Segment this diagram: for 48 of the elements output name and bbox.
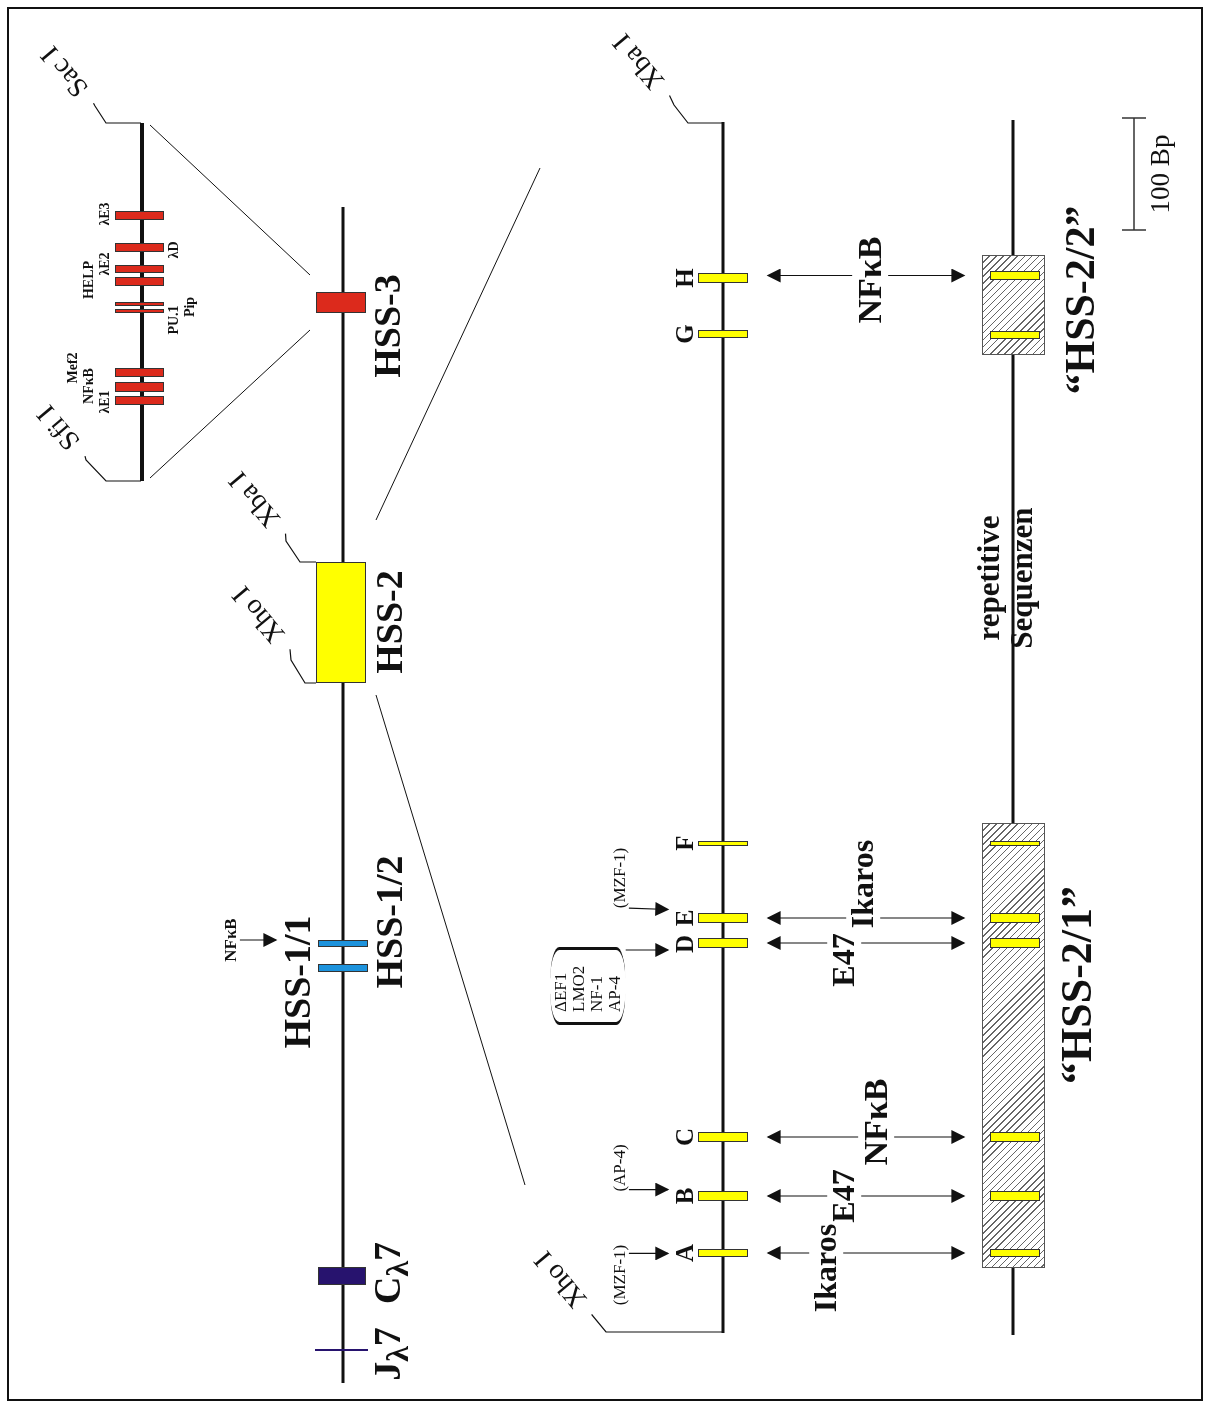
factor-label: λE3: [97, 202, 113, 226]
factor-label: Pip: [182, 296, 198, 318]
restriction-site-label: Xho I: [226, 580, 290, 650]
site-letter: A: [671, 1243, 699, 1263]
site-letter: C: [671, 1127, 699, 1147]
double-arrow: [766, 1130, 966, 1144]
double-arrow: [766, 268, 966, 283]
site-letter: E: [671, 909, 699, 927]
region-label: “HSS-2/1”: [1053, 886, 1101, 1084]
site-letter: H: [671, 268, 699, 288]
factor-label: PU.1: [166, 305, 182, 335]
region-label: HSS-1/2: [370, 855, 410, 989]
region-label: HSS-2: [370, 570, 410, 674]
factor-label: λE2: [97, 252, 113, 276]
factor-label: (MZF-1): [611, 1244, 629, 1306]
restriction-site-label: Xho I: [528, 1245, 592, 1315]
region-label: “HSS-2/2”: [1057, 205, 1103, 395]
scale-label: 100 Bp: [1145, 134, 1175, 214]
arrow: [628, 1246, 670, 1261]
leader-line: [289, 648, 317, 684]
leader-line: [84, 455, 142, 482]
bracketed-factor-list: ΔEF1 LMO2 NF-1 AP-4: [550, 947, 626, 1025]
arrow: [625, 943, 670, 957]
factor-label: Mef2: [65, 352, 81, 384]
leader-line: [284, 533, 317, 563]
restriction-site-label: Xba I: [222, 466, 286, 534]
restriction-site-label: Sac I: [34, 40, 94, 104]
restriction-site-label: Xba I: [606, 28, 670, 96]
region-label: HSS-3: [368, 274, 408, 378]
leader-line: [591, 1313, 723, 1333]
factor-label: λD: [166, 241, 182, 259]
leader-line: [668, 95, 723, 124]
arrow: [628, 1182, 670, 1197]
site-letter: B: [671, 1187, 699, 1205]
arrow: [239, 933, 278, 947]
arrow: [628, 902, 670, 917]
leader-line: [92, 102, 142, 124]
factor-label: NFκB: [222, 918, 240, 962]
factor-label: NFκB: [81, 368, 97, 404]
region-note: repetitive Sequenzen: [973, 506, 1039, 651]
site-letter: D: [671, 934, 699, 954]
factor-label: (MZF-1): [611, 847, 629, 909]
site-letter: G: [671, 324, 699, 344]
factor-label: HELP: [81, 260, 97, 300]
factor-label: (AP-4): [611, 1144, 629, 1192]
factor-label: λE1: [97, 390, 113, 414]
region-label: HSS-1/1: [278, 915, 318, 1049]
site-letter: F: [671, 835, 699, 851]
